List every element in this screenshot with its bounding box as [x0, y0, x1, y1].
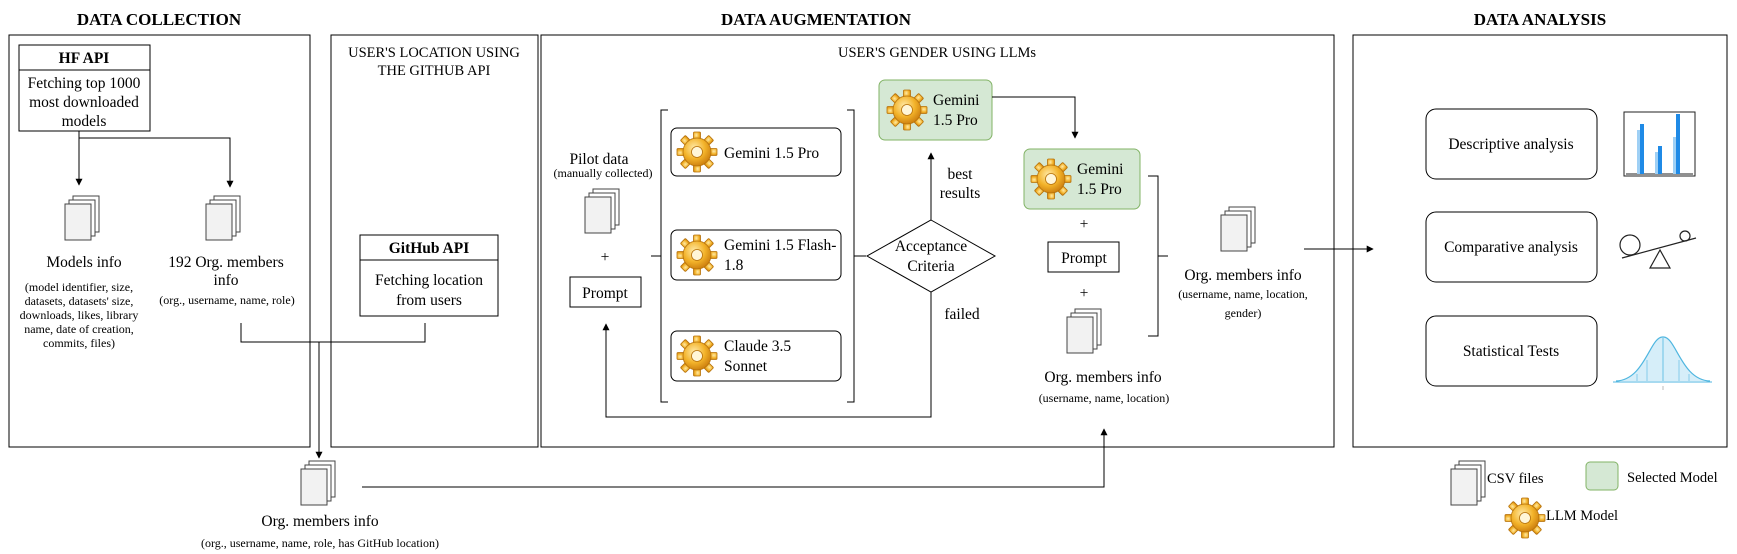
- final-plus-2: +: [1080, 285, 1089, 302]
- final-plus-1: +: [1080, 216, 1089, 233]
- org-members-192-desc: (org., username, name, role): [159, 293, 294, 307]
- github-api-title: GitHub API: [389, 240, 470, 257]
- llm-box-gemini-flash: Gemini 1.5 Flash- 1.8: [670, 229, 842, 281]
- acceptance-label-1: Acceptance: [895, 238, 967, 255]
- best-model-box: Gemini 1.5 Pro: [878, 79, 993, 141]
- legend-selected-label: Selected Model: [1627, 470, 1718, 486]
- llm-name-3b: Sonnet: [724, 358, 768, 375]
- pilot-label: Pilot data: [570, 151, 629, 168]
- final-members-desc: (username, name, location): [1039, 391, 1170, 405]
- best-results-2: results: [940, 185, 980, 202]
- final-members-label: Org. members info: [1044, 369, 1161, 386]
- hf-api-box: HF API Fetching top 1000 most downloaded…: [18, 44, 151, 132]
- pilot-sub: (manually collected): [554, 166, 653, 180]
- selected-model-name-2: 1.5 Pro: [1077, 181, 1122, 198]
- best-model-name-2: 1.5 Pro: [933, 112, 978, 129]
- gear-icon: [1504, 497, 1546, 539]
- descriptive-analysis-label: Descriptive analysis: [1448, 136, 1573, 153]
- descriptive-analysis-box: [1425, 108, 1598, 180]
- gear-icon: [676, 234, 718, 276]
- csv-file-icon: [64, 195, 100, 241]
- bell-curve-icon: [1613, 336, 1712, 390]
- panel-location: [330, 34, 539, 448]
- github-api-desc-2: from users: [396, 292, 462, 309]
- gear-icon: [676, 131, 718, 173]
- hf-api-title: HF API: [59, 50, 110, 67]
- csv-file-icon: [1220, 206, 1256, 252]
- panel-gender: [540, 34, 1335, 448]
- org-members-bottom-desc: (org., username, name, role, has GitHub …: [201, 536, 439, 550]
- section-title-analysis: DATA ANALYSIS: [1474, 10, 1606, 29]
- hf-api-desc-1: Fetching top 1000: [28, 75, 141, 92]
- models-info-desc-1: (model identifier, size,: [25, 280, 133, 294]
- legend-selected-swatch: [1585, 461, 1619, 491]
- csv-file-icon: [1450, 460, 1486, 506]
- models-info-desc-5: commits, files): [43, 336, 115, 350]
- selected-model-name-1: Gemini: [1077, 161, 1124, 178]
- section-title-augmentation: DATA AUGMENTATION: [721, 10, 912, 29]
- gender-output-desc-2: gender): [1225, 306, 1262, 320]
- csv-file-icon: [205, 195, 241, 241]
- seesaw-icon: [1619, 230, 1697, 269]
- hf-api-desc-3: models: [62, 113, 107, 130]
- gear-icon: [886, 89, 928, 131]
- models-info-label: Models info: [46, 254, 122, 271]
- location-panel-title-2: THE GITHUB API: [378, 63, 491, 79]
- statistical-tests-label: Statistical Tests: [1463, 343, 1559, 360]
- gear-icon: [676, 335, 718, 377]
- comparative-analysis-label: Comparative analysis: [1444, 239, 1578, 256]
- comparative-analysis-box: [1425, 211, 1598, 283]
- final-prompt: Prompt: [1061, 250, 1107, 267]
- org-members-bottom-label: Org. members info: [261, 513, 378, 530]
- legend-llm-label: LLM Model: [1546, 508, 1618, 524]
- final-prompt-box: [1047, 241, 1120, 273]
- org-members-192-label-1: 192 Org. members: [168, 254, 284, 271]
- statistical-tests-box: [1425, 315, 1598, 387]
- llm-name-3a: Claude 3.5: [724, 338, 791, 355]
- models-info-desc-2: datasets, datasets' size,: [25, 294, 134, 308]
- panel-data-collection: [8, 34, 311, 448]
- acceptance-criteria-diamond: [865, 219, 997, 293]
- acceptance-label-2: Criteria: [907, 258, 954, 275]
- location-panel-title-1: USER'S LOCATION USING: [348, 45, 520, 61]
- models-info-desc-4: name, date of creation,: [24, 322, 134, 336]
- best-model-name-1: Gemini: [933, 92, 980, 109]
- best-results-1: best: [948, 166, 974, 183]
- pilot-prompt: Prompt: [582, 285, 628, 302]
- github-api-box: GitHub API Fetching location from users: [359, 234, 499, 317]
- hf-api-desc-2: most downloaded: [29, 94, 139, 111]
- llm-box-gemini-pro: Gemini 1.5 Pro: [670, 127, 842, 177]
- bar-chart-icon: [1623, 111, 1696, 177]
- llm-name-1: Gemini 1.5 Pro: [724, 145, 819, 162]
- legend-csv-label: CSV files: [1487, 471, 1544, 487]
- llm-name-2b: 1.8: [724, 257, 744, 274]
- panel-analysis: [1352, 34, 1728, 448]
- gender-output-desc-1: (username, name, location,: [1178, 287, 1308, 301]
- gender-output-label: Org. members info: [1184, 267, 1301, 284]
- pilot-plus: +: [601, 249, 610, 266]
- csv-file-icon: [300, 460, 336, 506]
- org-members-192-label-2: info: [214, 272, 239, 289]
- failed-label: failed: [944, 306, 980, 323]
- llm-box-claude: Claude 3.5 Sonnet: [670, 330, 842, 382]
- csv-file-icon: [1066, 308, 1102, 354]
- gear-icon: [1030, 158, 1072, 200]
- selected-model-box: Gemini 1.5 Pro: [1023, 148, 1141, 210]
- gender-panel-title: USER'S GENDER USING LLMs: [838, 45, 1036, 61]
- models-info-desc-3: downloads, likes, library: [20, 308, 139, 322]
- csv-file-icon: [584, 188, 620, 234]
- section-title-collection: DATA COLLECTION: [77, 10, 242, 29]
- llm-name-2a: Gemini 1.5 Flash-: [724, 237, 836, 254]
- pilot-prompt-box: [569, 276, 642, 308]
- github-api-desc-1: Fetching location: [375, 272, 483, 289]
